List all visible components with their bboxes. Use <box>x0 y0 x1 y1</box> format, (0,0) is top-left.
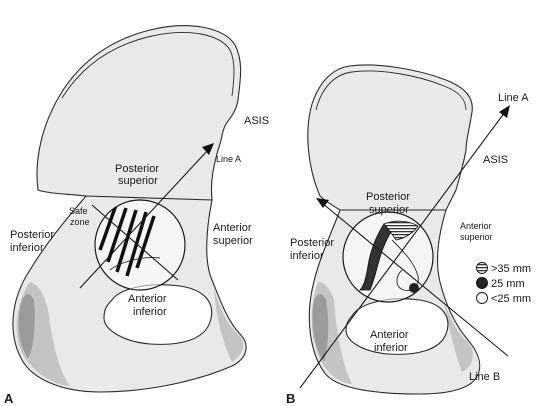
label-posterior-superior-b-2: superior <box>369 204 409 216</box>
iliac-wing-b <box>307 64 473 211</box>
label-posterior-inferior-a-2: inferior <box>10 242 44 254</box>
shade-a-dark <box>18 294 35 358</box>
line-a-arrowhead-b <box>499 105 510 118</box>
label-posterior-superior-a-1: Posterior <box>115 163 159 175</box>
obturator-foramen-b <box>345 298 449 355</box>
line-a-arrow-b <box>299 111 506 389</box>
line-a-arrow-a <box>79 149 209 289</box>
legend-label-0: >35 mm <box>491 263 531 275</box>
legend-label-2: <25 mm <box>491 293 531 305</box>
label-anterior-inferior-b-2: inferior <box>374 342 408 354</box>
zone-dark-b <box>359 223 397 291</box>
fossa-a <box>109 257 161 271</box>
panel-a: ASIS Line A Posterior superior Safe zone… <box>4 25 269 406</box>
crossing-line-a <box>91 204 179 281</box>
label-posterior-superior-a-2: superior <box>118 175 158 187</box>
iliac-wing-inner-b <box>315 70 467 111</box>
label-line-b-b: Line B <box>469 371 500 383</box>
label-asis-b: ASIS <box>483 154 508 166</box>
legend: >35 mm 25 mm <25 mm <box>476 262 531 305</box>
panel-letter-a: A <box>4 391 14 406</box>
panel-letter-b: B <box>286 391 295 406</box>
label-anterior-superior-b-1: Anterior <box>460 221 492 231</box>
line-a-arrowhead-a <box>202 143 214 155</box>
obturator-foramen-a <box>103 284 213 345</box>
shade-b-right <box>444 300 473 372</box>
label-anterior-inferior-a-2: inferior <box>133 306 167 318</box>
label-safe-zone-a-1: Safe <box>69 206 88 216</box>
line-b-b <box>321 202 509 357</box>
label-anterior-inferior-a-1: Anterior <box>128 293 167 305</box>
legend-striped-circle-icon <box>476 262 488 274</box>
shade-b-dark <box>312 294 329 362</box>
iliac-wing-a <box>36 25 242 211</box>
legend-open-circle-icon <box>476 292 488 304</box>
legend-filled-circle-icon <box>476 277 488 289</box>
shade-a-right <box>214 288 244 362</box>
zone-dot-b <box>409 283 419 293</box>
legend-label-1: 25 mm <box>491 278 525 290</box>
label-posterior-inferior-b-2: inferior <box>290 250 324 262</box>
label-line-a-b: Line A <box>498 92 529 104</box>
zone-striped-b <box>383 220 419 241</box>
label-posterior-superior-b-1: Posterior <box>366 191 410 203</box>
iliac-wing-inner-a <box>61 32 235 99</box>
label-anterior-inferior-b-1: Anterior <box>370 329 409 341</box>
label-line-a-a: Line A <box>216 154 241 164</box>
acetabulum-circle-a <box>94 199 186 291</box>
label-anterior-superior-a-2: superior <box>213 235 253 247</box>
line-b-arrowhead-b <box>316 198 329 208</box>
label-anterior-superior-a-1: Anterior <box>213 222 252 234</box>
label-asis-a: ASIS <box>244 115 269 127</box>
label-safe-zone-a-2: zone <box>70 217 90 227</box>
label-posterior-inferior-a-1: Posterior <box>10 229 54 241</box>
panel-b: Line A ASIS Posterior superior Posterior… <box>286 64 531 406</box>
label-posterior-inferior-b-1: Posterior <box>290 237 334 249</box>
label-anterior-superior-b-2: superior <box>460 232 493 242</box>
